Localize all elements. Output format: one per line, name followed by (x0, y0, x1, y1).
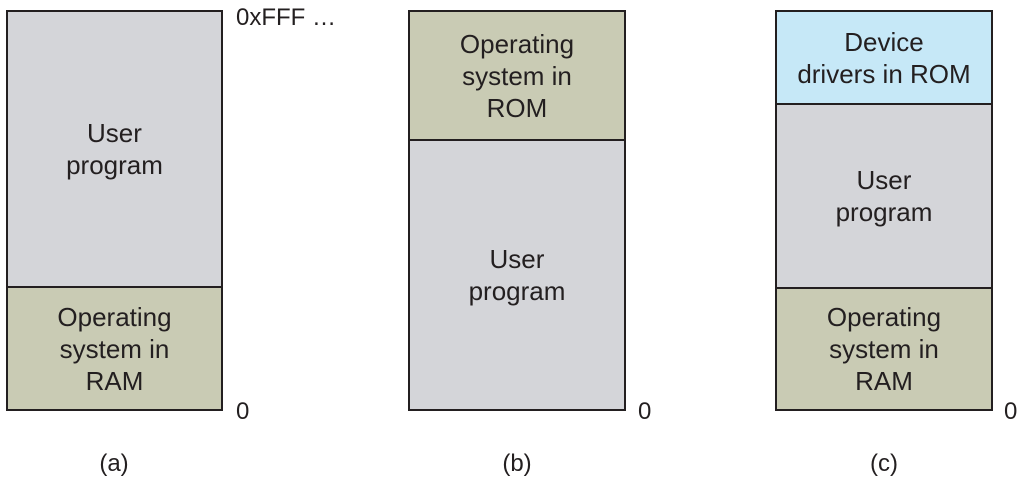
address-zero-label-a: 0 (236, 398, 250, 425)
caption-b: (b) (502, 450, 532, 477)
operating-system-ram-region: Operating system in RAM (777, 287, 991, 409)
address-top-label: 0xFFF … (236, 4, 336, 31)
memory-layout-b: Operating system in ROM User program (408, 10, 626, 411)
device-drivers-rom-region: Device drivers in ROM (777, 12, 991, 103)
operating-system-rom-region: Operating system in ROM (410, 12, 624, 139)
user-program-region: User program (410, 139, 624, 409)
caption-a: (a) (99, 450, 129, 477)
address-zero-label-b: 0 (638, 398, 652, 425)
address-zero-label-c: 0 (1004, 398, 1018, 425)
user-program-region: User program (8, 12, 221, 286)
user-program-region: User program (777, 103, 991, 287)
memory-layout-a: User program Operating system in RAM (6, 10, 223, 411)
operating-system-ram-region: Operating system in RAM (8, 286, 221, 409)
caption-c: (c) (870, 450, 898, 477)
memory-layout-c: Device drivers in ROM User program Opera… (775, 10, 993, 411)
